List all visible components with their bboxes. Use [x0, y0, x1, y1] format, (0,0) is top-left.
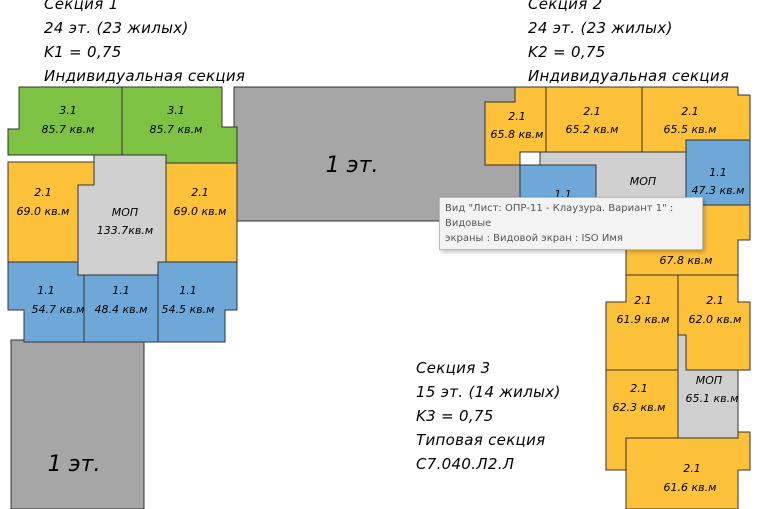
- s3-line-type: Типовая секция: [416, 431, 546, 449]
- s1-line-type: Индивидуальная секция: [44, 67, 246, 85]
- s1-line-title: Секция 1: [44, 0, 119, 13]
- s3-o2-type: 2.1: [706, 294, 724, 307]
- s2-b1-type: 1.1: [709, 166, 727, 179]
- s1-line-floors: 24 эт. (23 жилых): [44, 19, 189, 37]
- s2-line-title: Секция 2: [528, 0, 603, 13]
- s3-line-code: С7.040.Л2.Л: [416, 455, 515, 473]
- s1-g1-area: 85.7 кв.м: [42, 123, 95, 136]
- s1-mop-label: МОП: [112, 206, 138, 219]
- s1-g2-type: 3.1: [167, 104, 185, 117]
- s2-mop-label: МОП: [630, 175, 656, 188]
- tooltip-line-1: Вид "Лист: ОПР-11 - Клаузура. Вариант 1"…: [445, 203, 674, 229]
- section-3-plan: [605, 274, 751, 509]
- s3-o2-area: 62.0 кв.м: [689, 313, 742, 326]
- s2-o1-area: 65.8 кв.м: [491, 128, 544, 141]
- s3-line-title: Секция 3: [416, 359, 491, 377]
- s1-o2-area: 69.0 кв.м: [174, 205, 227, 218]
- s1-b3-type: 1.1: [179, 284, 197, 297]
- s1-o2-type: 2.1: [191, 186, 209, 199]
- s2-line-floors: 24 эт. (23 жилых): [528, 19, 673, 37]
- s1-b3-area: 54.5 кв.м: [162, 303, 215, 316]
- s1-mop-area: 133.7кв.м: [97, 224, 153, 237]
- s1-b2-area: 48.4 кв.м: [95, 303, 148, 316]
- s2-o3-area: 65.5 кв.м: [664, 123, 717, 136]
- s3-o4-area: 61.6 кв.м: [664, 481, 717, 494]
- tooltip-line-2: экраны : Видовой экран : ISO Имя: [445, 233, 623, 244]
- apartment-1-1-b1: [7, 261, 85, 343]
- s3-o4-type: 2.1: [683, 462, 701, 475]
- podium-top-label: 1 эт.: [326, 153, 379, 178]
- viewport-tooltip: Вид "Лист: ОПР-11 - Клаузура. Вариант 1"…: [439, 197, 703, 250]
- s1-g1-type: 3.1: [59, 104, 77, 117]
- s2-o4-area: 67.8 кв.м: [660, 254, 713, 267]
- s2-o3-type: 2.1: [681, 105, 699, 118]
- apartment-2-1-s2-b: [545, 86, 643, 153]
- section-1-annotation: Секция 1 24 эт. (23 жилых) K1 = 0,75 Инд…: [44, 0, 245, 88]
- s2-o2-area: 65.2 кв.м: [566, 123, 619, 136]
- s3-o1-type: 2.1: [634, 294, 652, 307]
- s2-line-coef: K2 = 0,75: [528, 43, 606, 61]
- s1-o1-area: 69.0 кв.м: [17, 205, 70, 218]
- s2-o2-type: 2.1: [583, 105, 601, 118]
- s2-o1-type: 2.1: [508, 110, 526, 123]
- podium-left-label: 1 эт.: [48, 452, 101, 477]
- apartment-1-1-b3: [157, 261, 238, 343]
- s3-mop-label: МОП: [696, 374, 722, 387]
- s3-o3-type: 2.1: [630, 382, 648, 395]
- s1-b2-type: 1.1: [112, 284, 130, 297]
- s2-line-type: Индивидуальная секция: [528, 67, 730, 85]
- section-3-annotation: Секция 3 15 эт. (14 жилых) K3 = 0,75 Тип…: [416, 356, 561, 476]
- s1-b1-area: 54.7 кв.м: [32, 303, 85, 316]
- s1-b1-type: 1.1: [37, 284, 55, 297]
- podium-left-block: [10, 339, 145, 509]
- s3-line-coef: K3 = 0,75: [416, 407, 494, 425]
- s1-o1-type: 2.1: [34, 186, 52, 199]
- s3-line-floors: 15 эт. (14 жилых): [416, 383, 561, 401]
- section-1-plan: [7, 86, 238, 343]
- section-2-annotation: Секция 2 24 эт. (23 жилых) K2 = 0,75 Инд…: [528, 0, 729, 88]
- s3-mop-area: 65.1 кв.м: [686, 392, 739, 405]
- s1-g2-area: 85.7 кв.м: [150, 123, 203, 136]
- apartment-2-1-s3-d: [625, 431, 751, 509]
- s2-b1-area: 47.3 кв.м: [692, 184, 745, 197]
- s3-o3-area: 62.3 кв.м: [613, 401, 666, 414]
- s1-line-coef: K1 = 0,75: [44, 43, 122, 61]
- s3-o1-area: 61.9 кв.м: [617, 313, 670, 326]
